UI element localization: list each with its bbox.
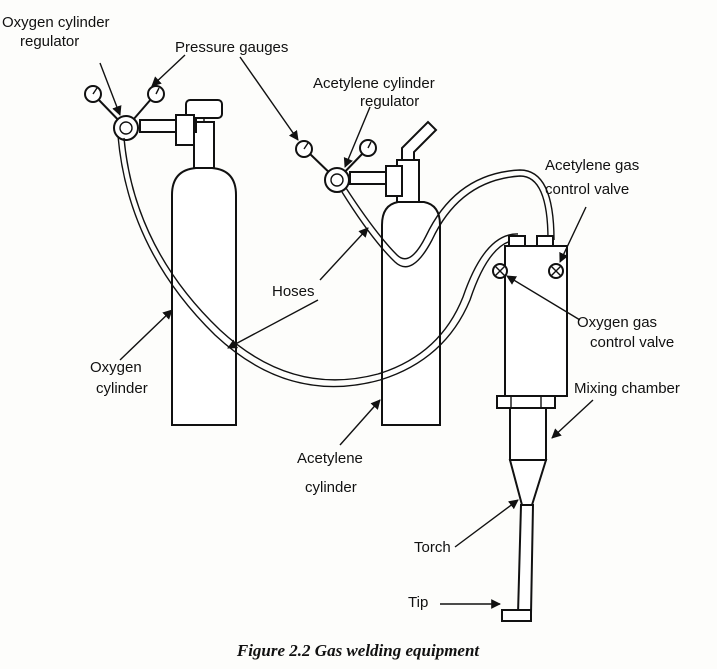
label-mixing-chamber: Mixing chamber — [574, 380, 680, 397]
label-oxygen-valve-line2: control valve — [590, 334, 674, 351]
label-torch: Torch — [414, 539, 451, 556]
label-oxygen-regulator-line2: regulator — [20, 33, 79, 50]
label-pressure-gauges: Pressure gauges — [175, 39, 288, 56]
oxygen-regulator — [84, 85, 165, 141]
label-hoses: Hoses — [272, 283, 315, 300]
label-acetylene-valve-line1: Acetylene gas — [545, 157, 639, 174]
hoses — [117, 135, 555, 388]
acetylene-regulator — [295, 139, 377, 193]
label-oxygen-cylinder-line2: cylinder — [96, 380, 148, 397]
acetylene-gas-control-valve — [548, 263, 564, 279]
label-acetylene-cylinder-line1: Acetylene — [297, 450, 363, 467]
figure-caption: Figure 2.2 Gas welding equipment — [236, 641, 481, 660]
oxygen-gas-control-valve — [492, 263, 508, 279]
torch-assembly — [492, 235, 568, 622]
label-tip: Tip — [408, 594, 428, 611]
acetylene-cylinder — [349, 120, 441, 426]
label-oxygen-cylinder-line1: Oxygen — [90, 359, 142, 376]
labels: Oxygen cylinder regulator Pressure gauge… — [2, 14, 680, 611]
label-acetylene-regulator-line2: regulator — [360, 93, 419, 110]
label-acetylene-valve-line2: control valve — [545, 181, 629, 198]
leader-arrows — [99, 54, 594, 609]
label-acetylene-cylinder-line2: cylinder — [305, 479, 357, 496]
label-oxygen-regulator-line1: Oxygen cylinder — [2, 14, 110, 31]
label-acetylene-regulator-line1: Acetylene cylinder — [313, 75, 435, 92]
label-oxygen-valve-line1: Oxygen gas — [577, 314, 657, 331]
oxygen-cylinder — [139, 99, 237, 426]
